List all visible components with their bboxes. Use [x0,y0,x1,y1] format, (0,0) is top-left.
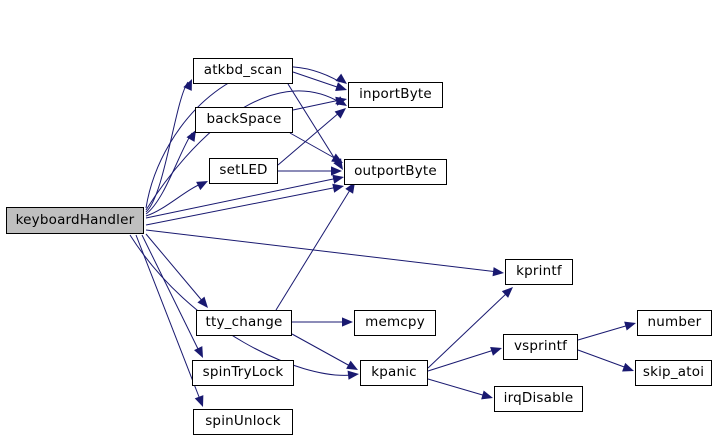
edge-arrowhead [346,360,358,370]
edge-keyboardHandler-to-backSpace [145,130,196,215]
node-backSpace[interactable]: backSpace [195,107,293,133]
edge-arrowhead [331,166,342,176]
edge-backSpace-to-inportByte [292,96,347,111]
node-label: number [647,314,702,331]
node-label: tty_change [205,314,283,331]
edge-arrowhead [335,73,347,84]
edge-arrowhead [342,317,353,327]
edge-kpanic-to-kprintf [427,287,513,369]
edge-setLED-to-outportByte [278,166,342,176]
node-number[interactable]: number [637,310,712,336]
edge-arrowhead [194,346,203,358]
node-outportByte[interactable]: outportByte [344,159,447,185]
edge-keyboardHandler-to-setLED [145,181,208,217]
node-label: kprintf [516,263,562,280]
node-spinUnlock[interactable]: spinUnlock [193,409,293,435]
edge-arrowhead [332,174,344,184]
edge-kpanic-to-vsprintf [427,347,502,372]
node-irqDisable[interactable]: irqDisable [494,386,583,412]
edge-setLED-to-inportByte [277,108,346,166]
node-label: skip_atoi [642,364,705,381]
edge-backSpace-to-outportByte [289,132,343,163]
edge-keyboardHandler-to-tty_change [145,233,208,308]
edge-tty_change-to-kpanic [291,333,358,370]
node-setLED[interactable]: setLED [209,158,278,184]
edge-atkbd_scan-to-inportByte [292,71,347,91]
node-label: outportByte [354,163,437,180]
node-keyboardHandler[interactable]: keyboardHandler [6,207,144,234]
edge-keyboardHandler-to-spinUnlock [135,234,204,407]
edge-keyboardHandler-to-spinTryLock [141,234,203,358]
edge-tty_change-to-memcpy [292,317,353,327]
node-spinTryLock[interactable]: spinTryLock [192,360,294,386]
node-skip_atoi[interactable]: skip_atoi [635,360,712,386]
edge-keyboardHandler-to-outportByte [145,183,344,226]
edge-arrowhead [622,362,634,372]
node-label: vsprintf [513,338,568,355]
node-label: inportByte [359,86,432,103]
edge-keyboardHandler-to-kprintf [145,229,504,277]
node-label: spinUnlock [205,413,281,430]
edge-arrowhead [197,296,208,308]
edge-tty_change-to-kprintf [275,182,355,311]
edge-arrowhead [624,321,636,331]
node-memcpy[interactable]: memcpy [354,310,436,336]
edge-arrowhead [194,395,204,407]
edge-arrowhead [331,153,343,163]
edge-arrowhead [481,390,493,400]
edge-arrowhead [196,181,208,191]
node-label: atkbd_scan [203,62,283,79]
edge-arrowhead [183,79,192,91]
node-vsprintf[interactable]: vsprintf [503,334,578,360]
edge-keyboardHandler-to-outportByte [145,174,344,219]
edge-arrowhead [335,96,347,106]
node-kpanic[interactable]: kpanic [360,360,428,386]
node-atkbd_scan[interactable]: atkbd_scan [193,58,293,84]
edge-arrowhead [332,183,344,193]
edge-kpanic-to-irqDisable [427,378,493,400]
edge-arrowhead [501,287,513,298]
node-label: spinTryLock [202,364,284,381]
node-inportByte[interactable]: inportByte [348,82,443,108]
node-label: memcpy [365,314,425,331]
edge-arrowhead [335,82,347,91]
node-tty_change[interactable]: tty_change [196,310,292,336]
edge-arrowhead [186,130,196,142]
node-label: backSpace [206,111,282,128]
node-label: setLED [219,162,268,179]
edge-keyboardHandler-to-inportByte [145,66,347,209]
node-label: irqDisable [503,390,574,407]
edge-arrowhead [334,108,346,119]
edge-arrowhead [492,267,504,277]
edge-keyboardHandler-to-kpanic [129,234,359,380]
edge-vsprintf-to-number [577,321,636,341]
edge-keyboardHandler-to-atkbd_scan [145,79,192,213]
edge-vsprintf-to-skip_atoi [577,349,634,372]
node-label: kpanic [371,364,417,381]
edge-arrowhead [490,347,502,356]
edge-arrowhead [347,370,359,380]
node-kprintf[interactable]: kprintf [505,259,573,285]
node-label: keyboardHandler [15,211,135,228]
